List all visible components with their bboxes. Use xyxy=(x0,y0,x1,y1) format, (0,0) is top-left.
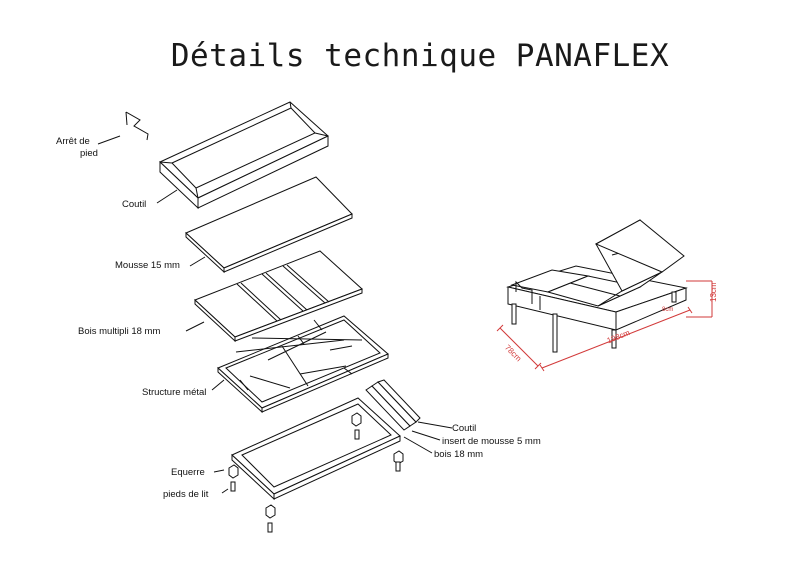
label-coutil-top: Coutil xyxy=(122,199,146,210)
coutil-cover xyxy=(159,101,329,210)
leader-bois-multipli xyxy=(185,321,205,332)
leader-coutil-side xyxy=(417,421,453,429)
leader-equerre xyxy=(213,469,225,473)
structure-metal-frame xyxy=(217,315,389,414)
label-bois: bois 18 mm xyxy=(434,449,483,460)
assembled-bed xyxy=(506,219,688,353)
mousse-layer xyxy=(185,176,353,274)
label-mousse: Mousse 15 mm xyxy=(115,260,180,271)
dim-width: 78cm xyxy=(503,343,523,363)
label-arret-2: pied xyxy=(80,148,98,159)
label-bois-multipli: Bois multipli 18 mm xyxy=(78,326,160,337)
leader-structure xyxy=(211,379,225,391)
pied-de-lit-icon xyxy=(230,429,401,533)
side-panels xyxy=(365,379,421,431)
equerre-icon xyxy=(228,412,404,519)
bois-multipli-panels xyxy=(194,250,363,343)
leader-coutil-top xyxy=(156,189,178,204)
label-pieds: pieds de lit xyxy=(163,489,209,500)
label-equerre: Equerre xyxy=(171,467,205,478)
leader-mousse xyxy=(189,256,206,267)
label-insert: insert de mousse 5 mm xyxy=(442,436,541,447)
dim-height: 13cm xyxy=(709,282,718,302)
label-arret: Arrêt de xyxy=(56,136,90,147)
page-title: Détails technique PANAFLEX xyxy=(170,38,670,74)
leader-insert xyxy=(411,430,441,441)
leader-bois xyxy=(403,436,433,454)
arret-de-pied-icon xyxy=(125,111,149,141)
dim-length: 198cm xyxy=(606,328,632,345)
bois-base-box xyxy=(231,397,401,501)
label-coutil-side: Coutil xyxy=(452,423,476,434)
leader-arret xyxy=(97,135,121,145)
dim-small: 8cm xyxy=(662,307,673,313)
leader-pieds xyxy=(221,488,229,494)
dimension-lines xyxy=(496,280,713,372)
label-structure: Structure métal xyxy=(142,387,206,398)
